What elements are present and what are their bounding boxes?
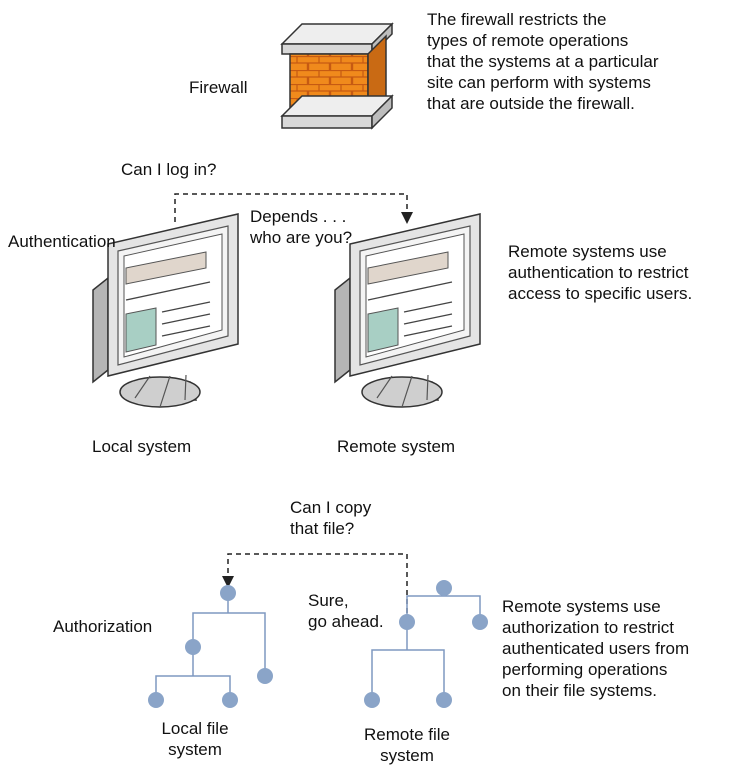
local-system-label: Local system bbox=[92, 437, 192, 456]
authentication-desc-line: access to specific users. bbox=[508, 284, 693, 303]
authorization-desc-line: authorization to restrict bbox=[502, 618, 674, 637]
authorization-desc-line: authenticated users from bbox=[502, 639, 690, 658]
firewall-desc-line: The firewall restricts the bbox=[427, 10, 607, 29]
firewall-desc-line: site can perform with systems bbox=[427, 73, 651, 92]
authorization-desc-line: on their file systems. bbox=[502, 681, 657, 700]
copy-question-line: Can I copy bbox=[290, 498, 372, 517]
firewall-label: Firewall bbox=[189, 78, 248, 97]
local-file-tree-icon bbox=[148, 585, 273, 708]
copy-question-line: that file? bbox=[290, 519, 355, 538]
authorization-desc-line: Remote systems use bbox=[502, 597, 661, 616]
copy-answer-line: go ahead. bbox=[308, 612, 384, 631]
authorization-label: Authorization bbox=[53, 617, 153, 636]
local-file-system-label-line: system bbox=[168, 740, 222, 759]
authentication-desc-line: authentication to restrict bbox=[508, 263, 689, 282]
login-question: Can I log in? bbox=[121, 160, 217, 179]
remote-monitor-icon bbox=[334, 213, 481, 408]
remote-file-tree-icon bbox=[364, 580, 488, 708]
login-request-arrow bbox=[174, 193, 413, 224]
firewall-icon bbox=[280, 22, 394, 130]
firewall-desc-line: that the systems at a particular bbox=[427, 52, 659, 71]
firewall-desc-line: that are outside the firewall. bbox=[427, 94, 635, 113]
remote-file-system-label-line: Remote file bbox=[364, 725, 450, 744]
copy-answer-line: Sure, bbox=[308, 591, 349, 610]
remote-file-system-label-line: system bbox=[380, 746, 434, 765]
remote-system-label: Remote system bbox=[337, 437, 456, 456]
authentication-label: Authentication bbox=[8, 232, 116, 251]
local-monitor-icon bbox=[92, 213, 239, 408]
firewall-desc-line: types of remote operations bbox=[427, 31, 629, 50]
copy-request-arrow bbox=[222, 553, 408, 622]
login-answer-line: Depends . . . bbox=[250, 207, 347, 226]
login-answer-line: who are you? bbox=[250, 228, 353, 247]
local-file-system-label-line: Local file bbox=[161, 719, 229, 738]
authorization-desc-line: performing operations bbox=[502, 660, 668, 679]
authentication-desc-line: Remote systems use bbox=[508, 242, 667, 261]
